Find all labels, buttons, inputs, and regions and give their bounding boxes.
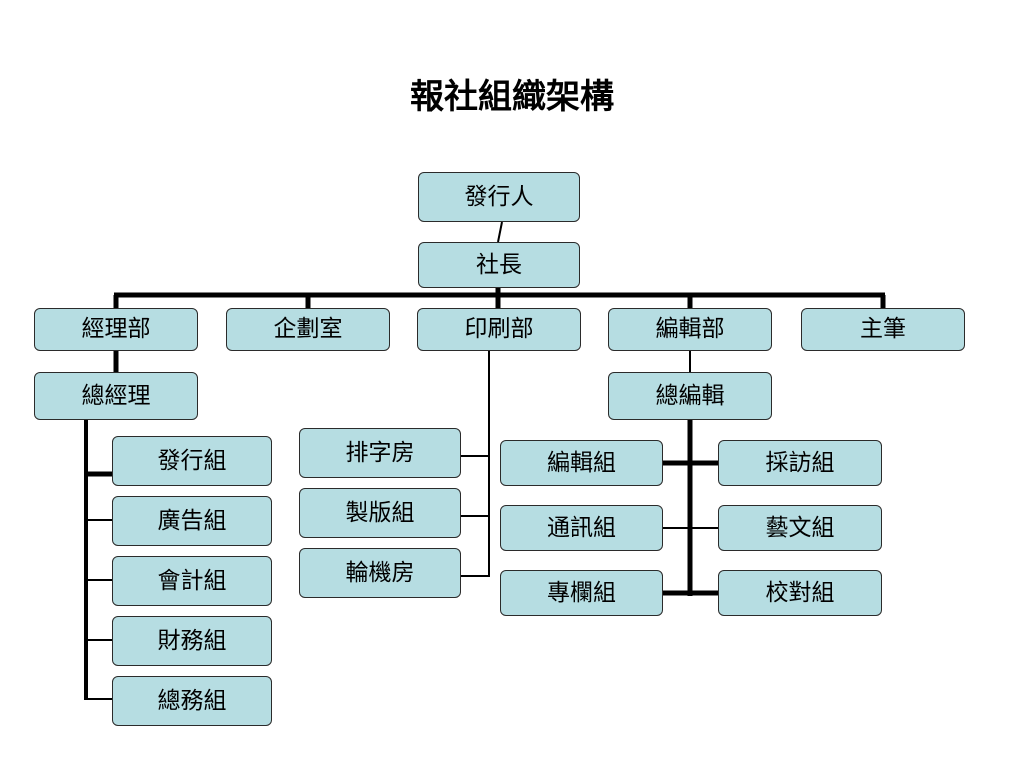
- node-planning-office: 企劃室: [226, 308, 390, 351]
- node-business-dept: 經理部: [34, 308, 198, 351]
- node-publisher: 發行人: [418, 172, 580, 222]
- node-press-room: 輪機房: [299, 548, 461, 598]
- node-column-group: 專欄組: [500, 570, 663, 616]
- node-proofreading-group: 校對組: [718, 570, 882, 616]
- node-printing-dept: 印刷部: [417, 308, 581, 351]
- node-reporting-group: 採訪組: [718, 440, 882, 486]
- node-general-manager: 總經理: [34, 372, 198, 420]
- node-platemaking-group: 製版組: [299, 488, 461, 538]
- node-typesetting-room: 排字房: [299, 428, 461, 478]
- connector-publisher-president: [497, 221, 503, 243]
- node-chief-editor: 總編輯: [608, 372, 772, 420]
- node-editing-group: 編輯組: [500, 440, 663, 486]
- node-wire-group: 通訊組: [500, 505, 663, 551]
- node-chief-writer: 主筆: [801, 308, 965, 351]
- node-finance-group: 財務組: [112, 616, 272, 666]
- node-advertising-group: 廣告組: [112, 496, 272, 546]
- node-general-affairs-group: 總務組: [112, 676, 272, 726]
- node-editorial-dept: 編輯部: [608, 308, 772, 351]
- node-arts-group: 藝文組: [718, 505, 882, 551]
- node-accounting-group: 會計組: [112, 556, 272, 606]
- page-title: 報社組織架構: [410, 77, 614, 117]
- node-distribution-group: 發行組: [112, 436, 272, 486]
- node-president: 社長: [418, 242, 580, 288]
